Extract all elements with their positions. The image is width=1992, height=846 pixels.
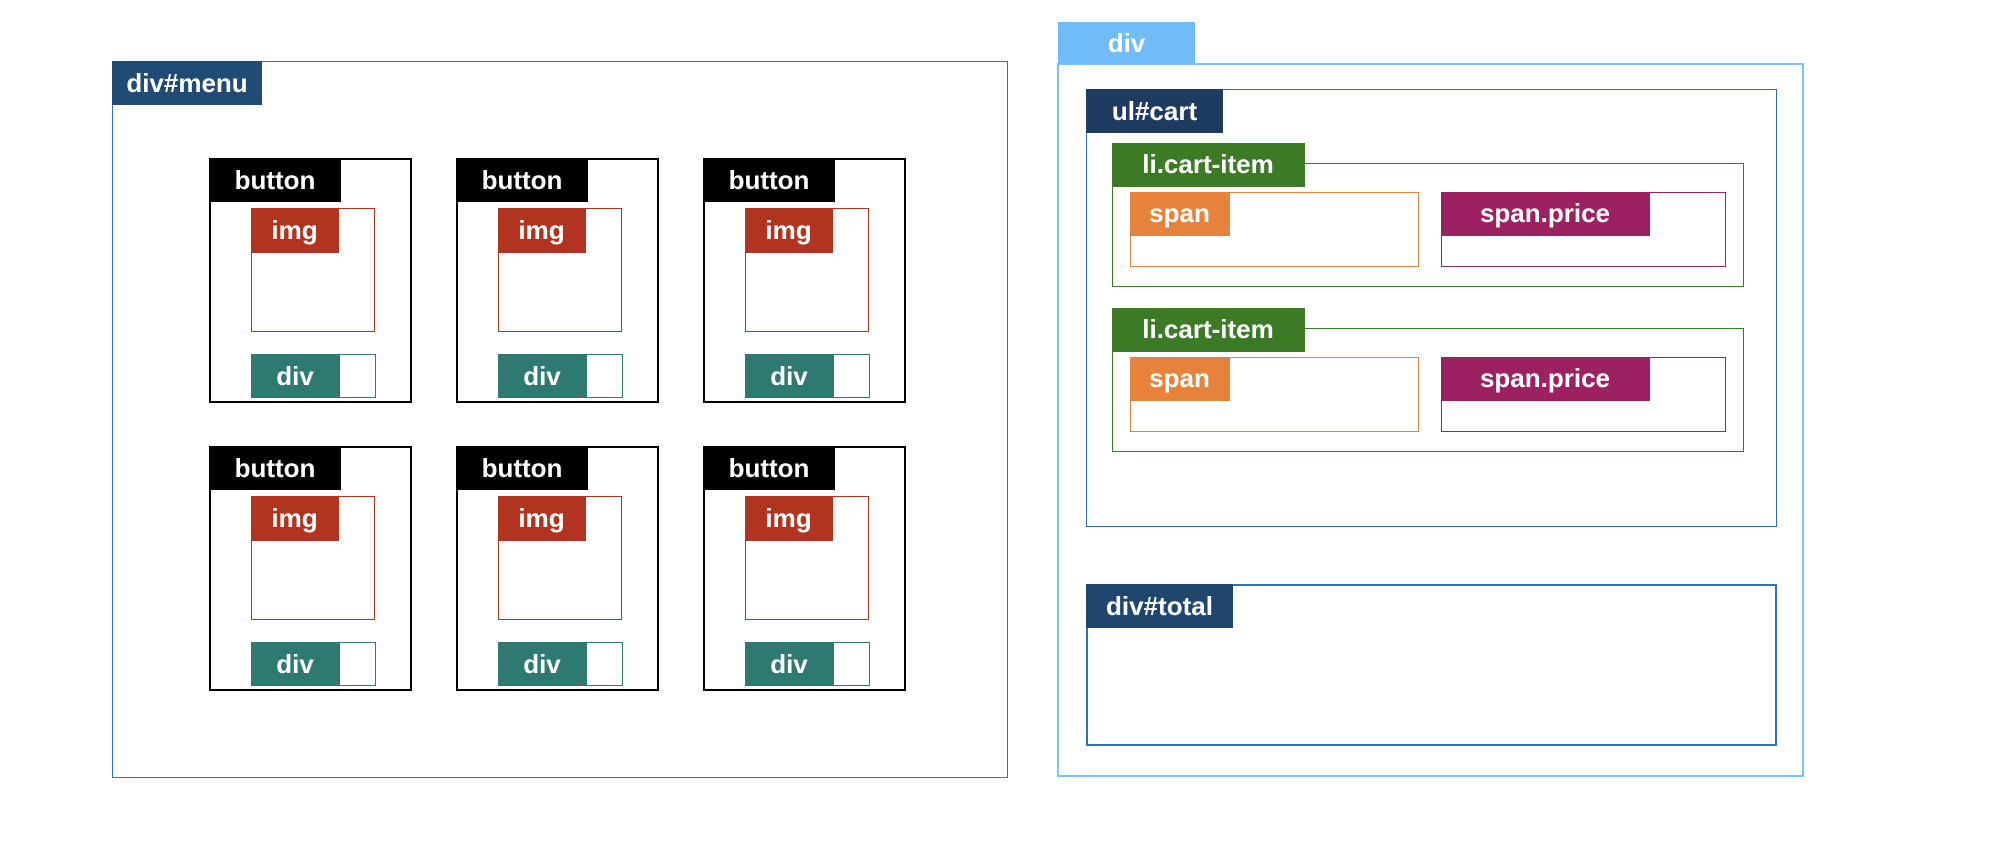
price-span-box: span.price [1440,191,1726,267]
div-label: div [251,354,339,398]
img-label: img [744,495,833,541]
menu-button-box-2: button img div [456,158,659,403]
cart-ul-label: ul#cart [1086,89,1223,133]
cart-item-box-1: li.cart-item span span.price [1111,142,1744,287]
total-div-box: div#total [1086,584,1777,746]
total-div-label: div#total [1086,584,1233,628]
wrapper-div-box: ul#cart li.cart-item span span.price li.… [1057,63,1804,777]
img-label: img [250,207,339,253]
div-box-empty [339,642,376,686]
button-div-box: div [498,642,623,686]
button-div-box: div [745,354,870,398]
button-img-box: img [497,495,622,620]
button-div-box: div [498,354,623,398]
span-box: span [1129,191,1419,267]
price-span-label: span.price [1440,191,1650,236]
menu-button-box-1: button img div [209,158,412,403]
button-div-box: div [745,642,870,686]
img-label: img [497,495,586,541]
img-label: img [250,495,339,541]
button-div-box: div [251,354,376,398]
cart-item-label: li.cart-item [1111,142,1305,187]
menu-button-box-4: button img div [209,446,412,691]
button-label: button [209,446,341,490]
button-img-box: img [250,495,375,620]
button-label: button [703,158,835,202]
button-img-box: img [250,207,375,332]
div-label: div [745,642,833,686]
cart-item-box-2: li.cart-item span span.price [1111,307,1744,452]
img-label: img [497,207,586,253]
menu-div-label: div#menu [112,61,262,105]
button-label: button [703,446,835,490]
button-img-box: img [497,207,622,332]
div-box-empty [586,354,623,398]
button-div-box: div [251,642,376,686]
span-label: span [1129,191,1230,236]
price-span-box: span.price [1440,356,1726,432]
div-box-empty [833,354,870,398]
div-box-empty [586,642,623,686]
button-label: button [456,158,588,202]
div-label: div [745,354,833,398]
cart-item-label: li.cart-item [1111,307,1305,352]
price-span-label: span.price [1440,356,1650,401]
menu-div-box: div#menu button img div button img div b… [112,61,1008,778]
menu-button-box-5: button img div [456,446,659,691]
div-label: div [498,354,586,398]
button-label: button [209,158,341,202]
div-box-empty [339,354,376,398]
div-box-empty [833,642,870,686]
div-label: div [251,642,339,686]
button-img-box: img [744,495,869,620]
button-img-box: img [744,207,869,332]
span-label: span [1129,356,1230,401]
div-label: div [498,642,586,686]
span-box: span [1129,356,1419,432]
menu-button-box-3: button img div [703,158,906,403]
menu-button-box-6: button img div [703,446,906,691]
button-label: button [456,446,588,490]
wrapper-div-tab: div [1058,22,1195,64]
img-label: img [744,207,833,253]
cart-ul-box: ul#cart li.cart-item span span.price li.… [1086,89,1777,527]
